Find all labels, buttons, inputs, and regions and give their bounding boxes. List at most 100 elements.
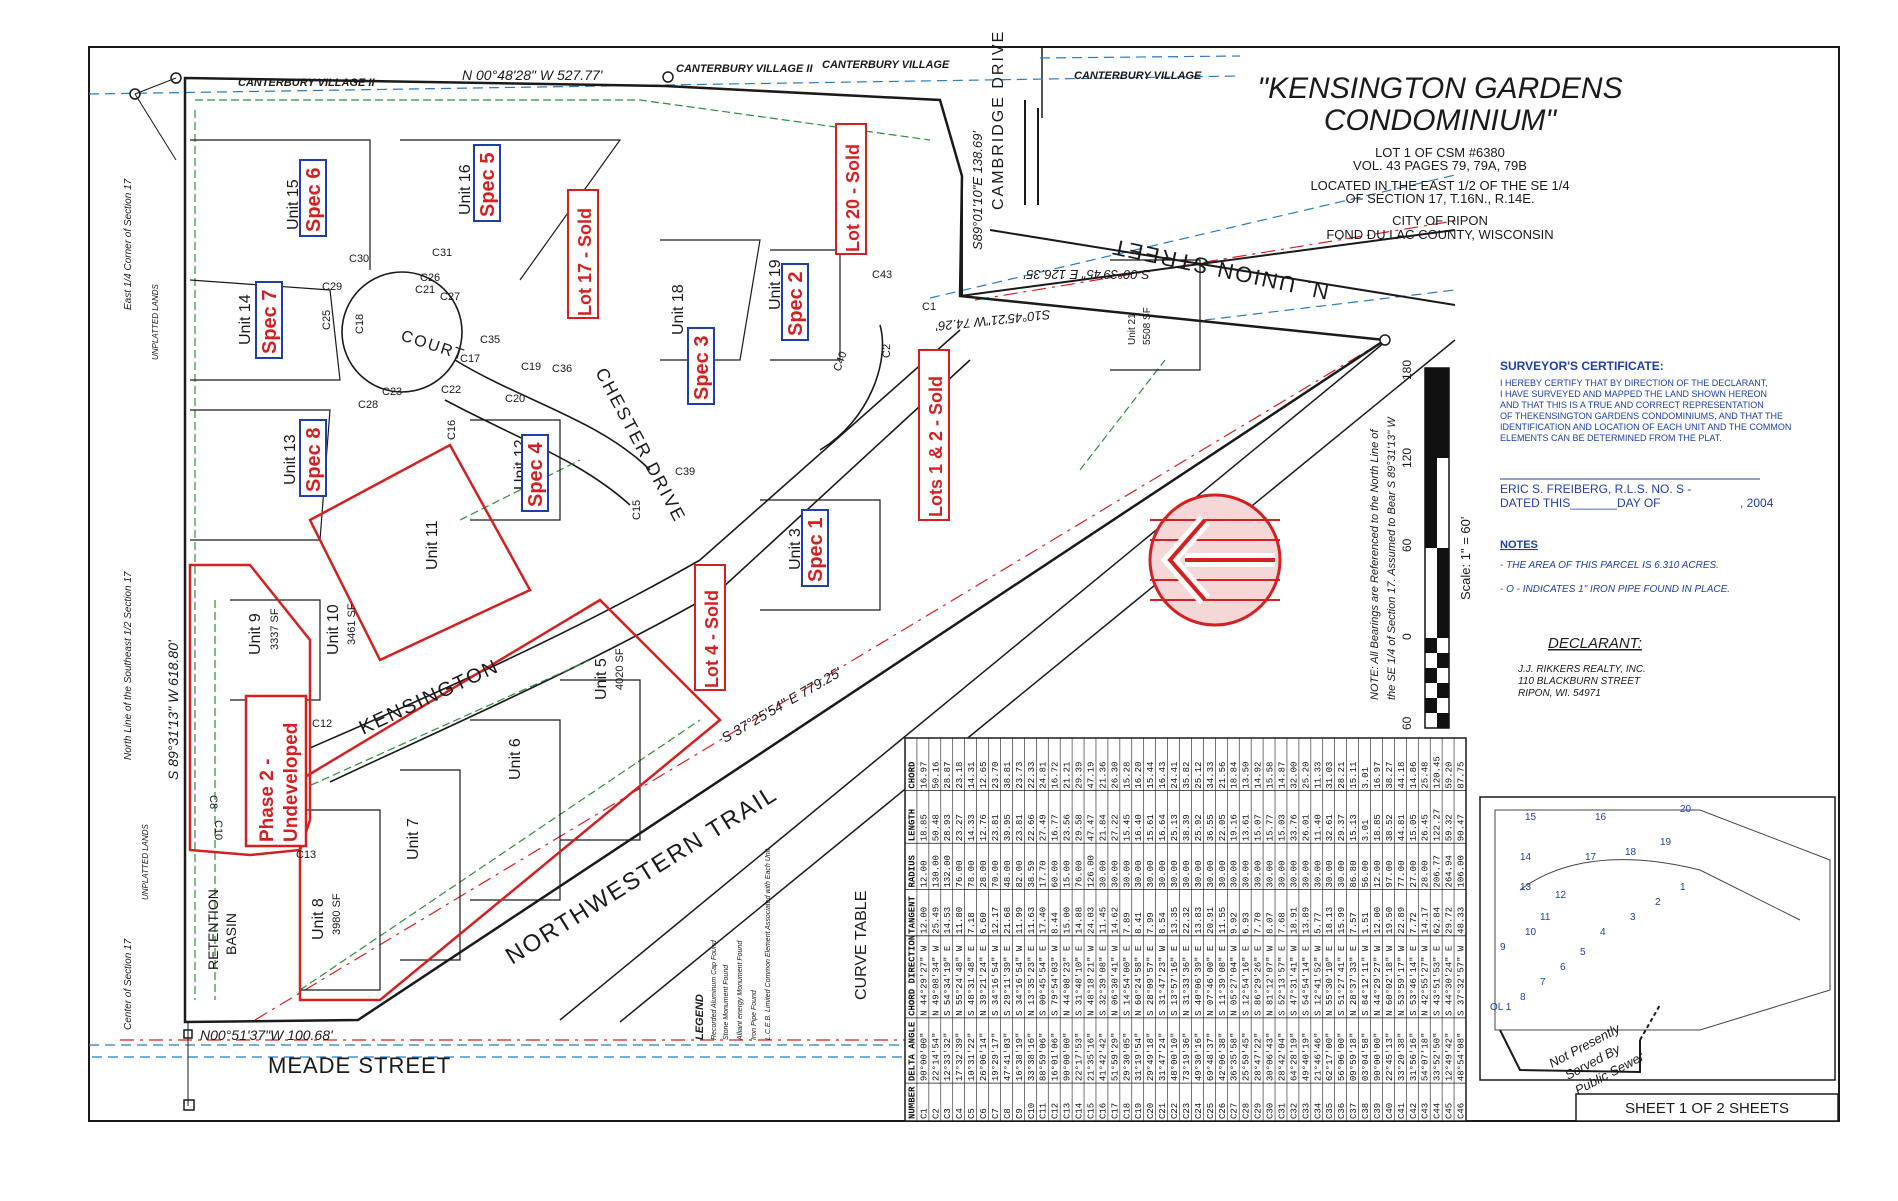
curve-table-cell: 29.72 <box>1445 907 1455 934</box>
curve-table-cell: 12.76 <box>979 814 989 841</box>
curve-table-cell: C12 <box>1051 1103 1061 1119</box>
curve-table-cell: 29°30'05" <box>1122 1033 1132 1082</box>
curve-label-c18: C18 <box>354 314 366 334</box>
curve-table-cell: 16.97 <box>919 762 929 789</box>
curve-table-cell: C7 <box>991 1108 1001 1119</box>
key-5: 5 <box>1580 947 1586 958</box>
key-3: 3 <box>1630 912 1636 923</box>
curve-table-cell: 12.00 <box>919 861 929 888</box>
curve-table-cell: C31 <box>1277 1103 1287 1119</box>
interior-road-edges <box>309 271 971 783</box>
curve-table-cell: S 84°12'11" W <box>1361 945 1371 1016</box>
curve-table-cell: N 44°29'27" W <box>1373 945 1383 1016</box>
curve-table-cell: N 60°02'18" W <box>1385 945 1395 1016</box>
curve-table-cell: C17 <box>1110 1103 1120 1119</box>
curve-table-cell: 48°00'10" <box>1170 1033 1180 1082</box>
curve-table-header: RADIUS <box>907 855 917 888</box>
unit-11: Unit 11 <box>424 520 441 570</box>
curve-label-c1: C1 <box>922 301 936 313</box>
curve-table-cell: 11.45 <box>1098 907 1108 934</box>
curve-table-cell: C11 <box>1039 1103 1049 1119</box>
curve-table-cell: 22°45'13" <box>1385 1033 1395 1082</box>
curve-table-cell: S 79°54'03" W <box>1051 945 1061 1016</box>
curve-table-cell: N 55°30'10" E <box>1325 946 1335 1016</box>
surveyor-signature: ERIC S. FREIBERG, R.L.S. NO. S - <box>1500 482 1691 496</box>
curve-label-c17: C17 <box>460 353 480 365</box>
curve-table-cell: 51°59'29" <box>1110 1033 1120 1082</box>
curve-table-cell: 19.50 <box>1385 907 1395 934</box>
curve-table-cell: 82.00 <box>1015 861 1025 888</box>
curve-table-cell: C30 <box>1266 1103 1276 1119</box>
curve-table-cell: C33 <box>1301 1103 1311 1119</box>
spec-8: Spec 8 <box>303 428 325 492</box>
unit-7: Unit 7 <box>405 818 422 860</box>
key-11: 11 <box>1540 912 1551 923</box>
area-unit-10: 3461 SF <box>346 603 358 645</box>
union-street-edges <box>959 229 1456 306</box>
curve-table-cell: 23.70 <box>991 762 1001 789</box>
neighbor-4: CANTERBURY VILLAGE <box>1074 70 1202 82</box>
curve-table-cell: 12.17 <box>991 907 1001 934</box>
sold-boxes <box>567 123 950 691</box>
curve-table-cell: 21.68 <box>1003 907 1013 934</box>
curve-table-cell: 31.03 <box>1325 762 1335 789</box>
curve-table-header: CHORD <box>907 761 917 789</box>
curve-table-cell: 16.20 <box>1134 762 1144 789</box>
curve-table-cell: 62°17'00" <box>1325 1033 1335 1082</box>
retention-line-1: RETENTION <box>205 889 221 970</box>
unit-21: Unit 21 <box>1127 313 1138 345</box>
curve-table-cell: 25.48 <box>1421 762 1431 789</box>
bearing-union: S10°45'21"W 74.26' <box>935 307 1052 334</box>
curve-table-cell: 76.00 <box>955 861 965 888</box>
curve-table-cell: N 53°59'17" W <box>1397 945 1407 1016</box>
curve-table-cell: 15.00 <box>1063 907 1073 934</box>
title-info-1: LOT 1 OF CSM #6380 <box>1375 145 1505 160</box>
key-17: 17 <box>1585 852 1597 863</box>
curve-table-cell: 33°52'50" <box>1433 1033 1443 1082</box>
curve-table-cell: 30.00 <box>1122 861 1132 888</box>
curve-table-cell: S 11°39'08" E <box>1218 946 1228 1016</box>
bearing-south: N00°51'37"W 100.68' <box>200 1027 334 1043</box>
curve-table-cell: 8.07 <box>1266 912 1276 934</box>
curve-table-cell: 28.00 <box>1421 861 1431 888</box>
curve-table-cell: 6.93 <box>1242 912 1252 934</box>
curve-table-cell: 90°00'00" <box>1373 1033 1383 1082</box>
curve-label-c8: C8 <box>207 795 219 809</box>
curve-table-cell: 31°47'24" <box>1158 1033 1168 1082</box>
legend-heading: LEGEND <box>694 994 706 1040</box>
key-8: 8 <box>1520 992 1526 1003</box>
curve-table-cell: 33°20'38" <box>1397 1033 1407 1082</box>
curve-table-cell: 15.00 <box>1063 861 1073 888</box>
curve-table-cell: N 48°18'21" W <box>1086 945 1096 1016</box>
surveyor-body-2: I HAVE SURVEYED AND MAPPED THE LAND SHOW… <box>1500 389 1767 399</box>
curve-table-header: CHORD DIRECTION <box>907 935 917 1016</box>
curve-table-cell: 38.59 <box>1027 861 1037 888</box>
curve-table-cell: 23.81 <box>991 814 1001 841</box>
curve-table-cell: S 29°11'39" E <box>1003 946 1013 1016</box>
curve-table-cell: 11.80 <box>955 907 965 934</box>
title-info-2: VOL. 43 PAGES 79, 79A, 79B <box>1353 158 1527 173</box>
curve-table-cell: 8.44 <box>1051 912 1061 934</box>
key-16: 16 <box>1595 812 1607 823</box>
curve-table-cell: 38.39 <box>1182 814 1192 841</box>
spec-boxes <box>255 144 829 587</box>
curve-table-cell: 12.00 <box>1373 861 1383 888</box>
unit-6: Unit 6 <box>507 738 524 780</box>
curve-table-cell: 130.00 <box>931 855 941 887</box>
curve-table-cell: 10°31'22" <box>967 1033 977 1082</box>
curve-table-cell: 28.21 <box>1337 762 1347 789</box>
surveyor-body-1: I HEREBY CERTIFY THAT BY DIRECTION OF TH… <box>1500 378 1768 388</box>
spec-4: Spec 4 <box>525 442 547 507</box>
unit-16: Unit 16 <box>457 164 474 215</box>
curve-table-cell: 30.00 <box>1277 861 1287 888</box>
curve-table-cell: 22°17'53" <box>1075 1033 1085 1082</box>
bearing-west: S 89°31'13" W 618.80' <box>165 639 181 780</box>
curve-table-cell: N 13°35'23" E <box>1027 946 1037 1016</box>
curve-table-cell: 30.00 <box>1301 861 1311 888</box>
title-info-3: LOCATED IN THE EAST 1/2 OF THE SE 1/4 <box>1310 178 1569 193</box>
title-line-1: "KENSINGTON GARDENS <box>1257 72 1622 105</box>
curve-label-c2: C2 <box>881 344 893 358</box>
key-ol1: OL 1 <box>1490 1002 1512 1013</box>
